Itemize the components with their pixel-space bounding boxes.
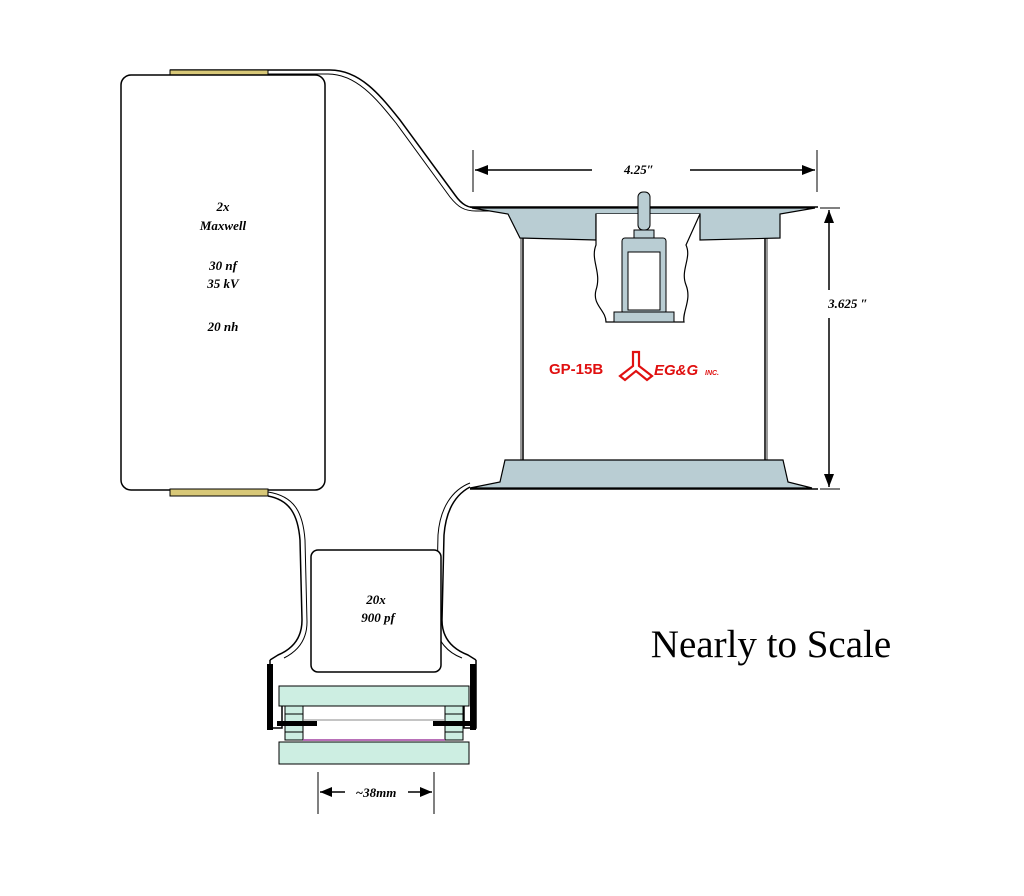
bottom-bus-strap-right [441, 486, 477, 661]
capacitor-inductance-label: 20 nh [207, 319, 239, 334]
switch-part-number: GP-15B [549, 361, 603, 378]
capacitor-voltage-label: 35 kV [206, 276, 240, 291]
capacitor-capacitance-label: 30 nf [208, 258, 238, 273]
lower-electrode-plate [278, 741, 470, 765]
right-clamp-bar [433, 721, 473, 726]
small-capacitor-bank [310, 549, 442, 673]
width-dimension-label: 4.25″ [623, 162, 654, 177]
switch-maker-suffix: INC. [705, 370, 719, 377]
switch-bottom-flange [469, 459, 813, 489]
small-capacitor-value-label: 900 pf [361, 610, 396, 625]
scale-note: Nearly to Scale [651, 623, 891, 666]
gap-dimension-label: ~38mm [356, 785, 397, 800]
capacitor-bottom-contact [169, 488, 269, 497]
bottom-bus-strap-left [267, 495, 303, 661]
capacitor-brand-label: Maxwell [199, 218, 247, 233]
left-clamp-bar [277, 721, 317, 726]
height-dimension-label: 3.625 ″ [827, 296, 868, 311]
small-capacitor-count-label: 20x [365, 592, 386, 607]
upper-electrode-plate [278, 685, 470, 707]
switch-maker-name: EG&G [654, 362, 699, 379]
trigger-pin [637, 191, 651, 231]
egg-logo-icon [618, 350, 654, 382]
capacitor-count-label: 2x [216, 199, 231, 214]
